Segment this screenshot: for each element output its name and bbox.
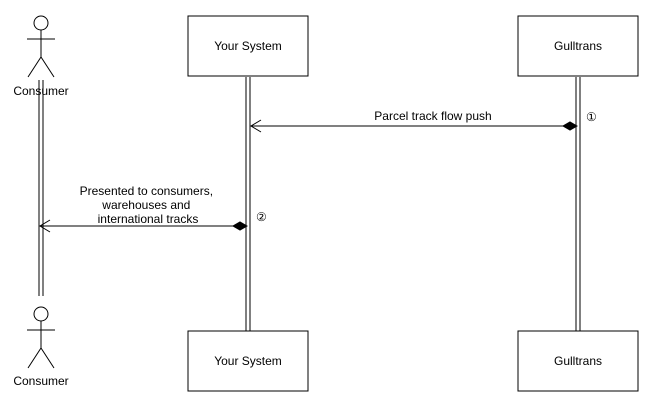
consumer-actor-top-icon [27,15,55,78]
gulltrans-box-bottom [517,330,639,392]
your-system-box-top [187,15,309,77]
message-2-label: Presented to consumers, warehouses and i… [80,184,217,226]
message-1-arrow [250,119,564,133]
message-2-label-line-1: Presented to consumers, [80,184,213,198]
message-2-label-line-2: warehouses and [101,198,190,212]
gulltrans-top-label: Gulltrans [554,39,602,53]
message-2-start-diamond [231,221,249,231]
your-system-bottom-label: Your System [214,354,282,368]
your-system-top-label: Your System [214,39,282,53]
consumer-top-label: Consumer [13,84,68,98]
consumer-actor-bottom-icon [27,306,55,369]
message-2-label-line-3: international tracks [98,212,199,226]
lifeline-your-system [245,77,251,331]
consumer-bottom-label: Consumer [13,374,68,388]
gulltrans-box-top [517,15,639,77]
step-2-marker: ② [256,210,267,224]
lifeline-gulltrans [575,77,581,331]
gulltrans-bottom-label: Gulltrans [554,354,602,368]
message-1-label: Parcel track flow push [374,109,491,123]
your-system-box-bottom [187,330,309,392]
lifeline-consumer [38,80,44,296]
message-2-arrow [39,219,233,233]
step-1-marker: ① [586,110,597,124]
message-1-start-diamond [561,121,579,131]
